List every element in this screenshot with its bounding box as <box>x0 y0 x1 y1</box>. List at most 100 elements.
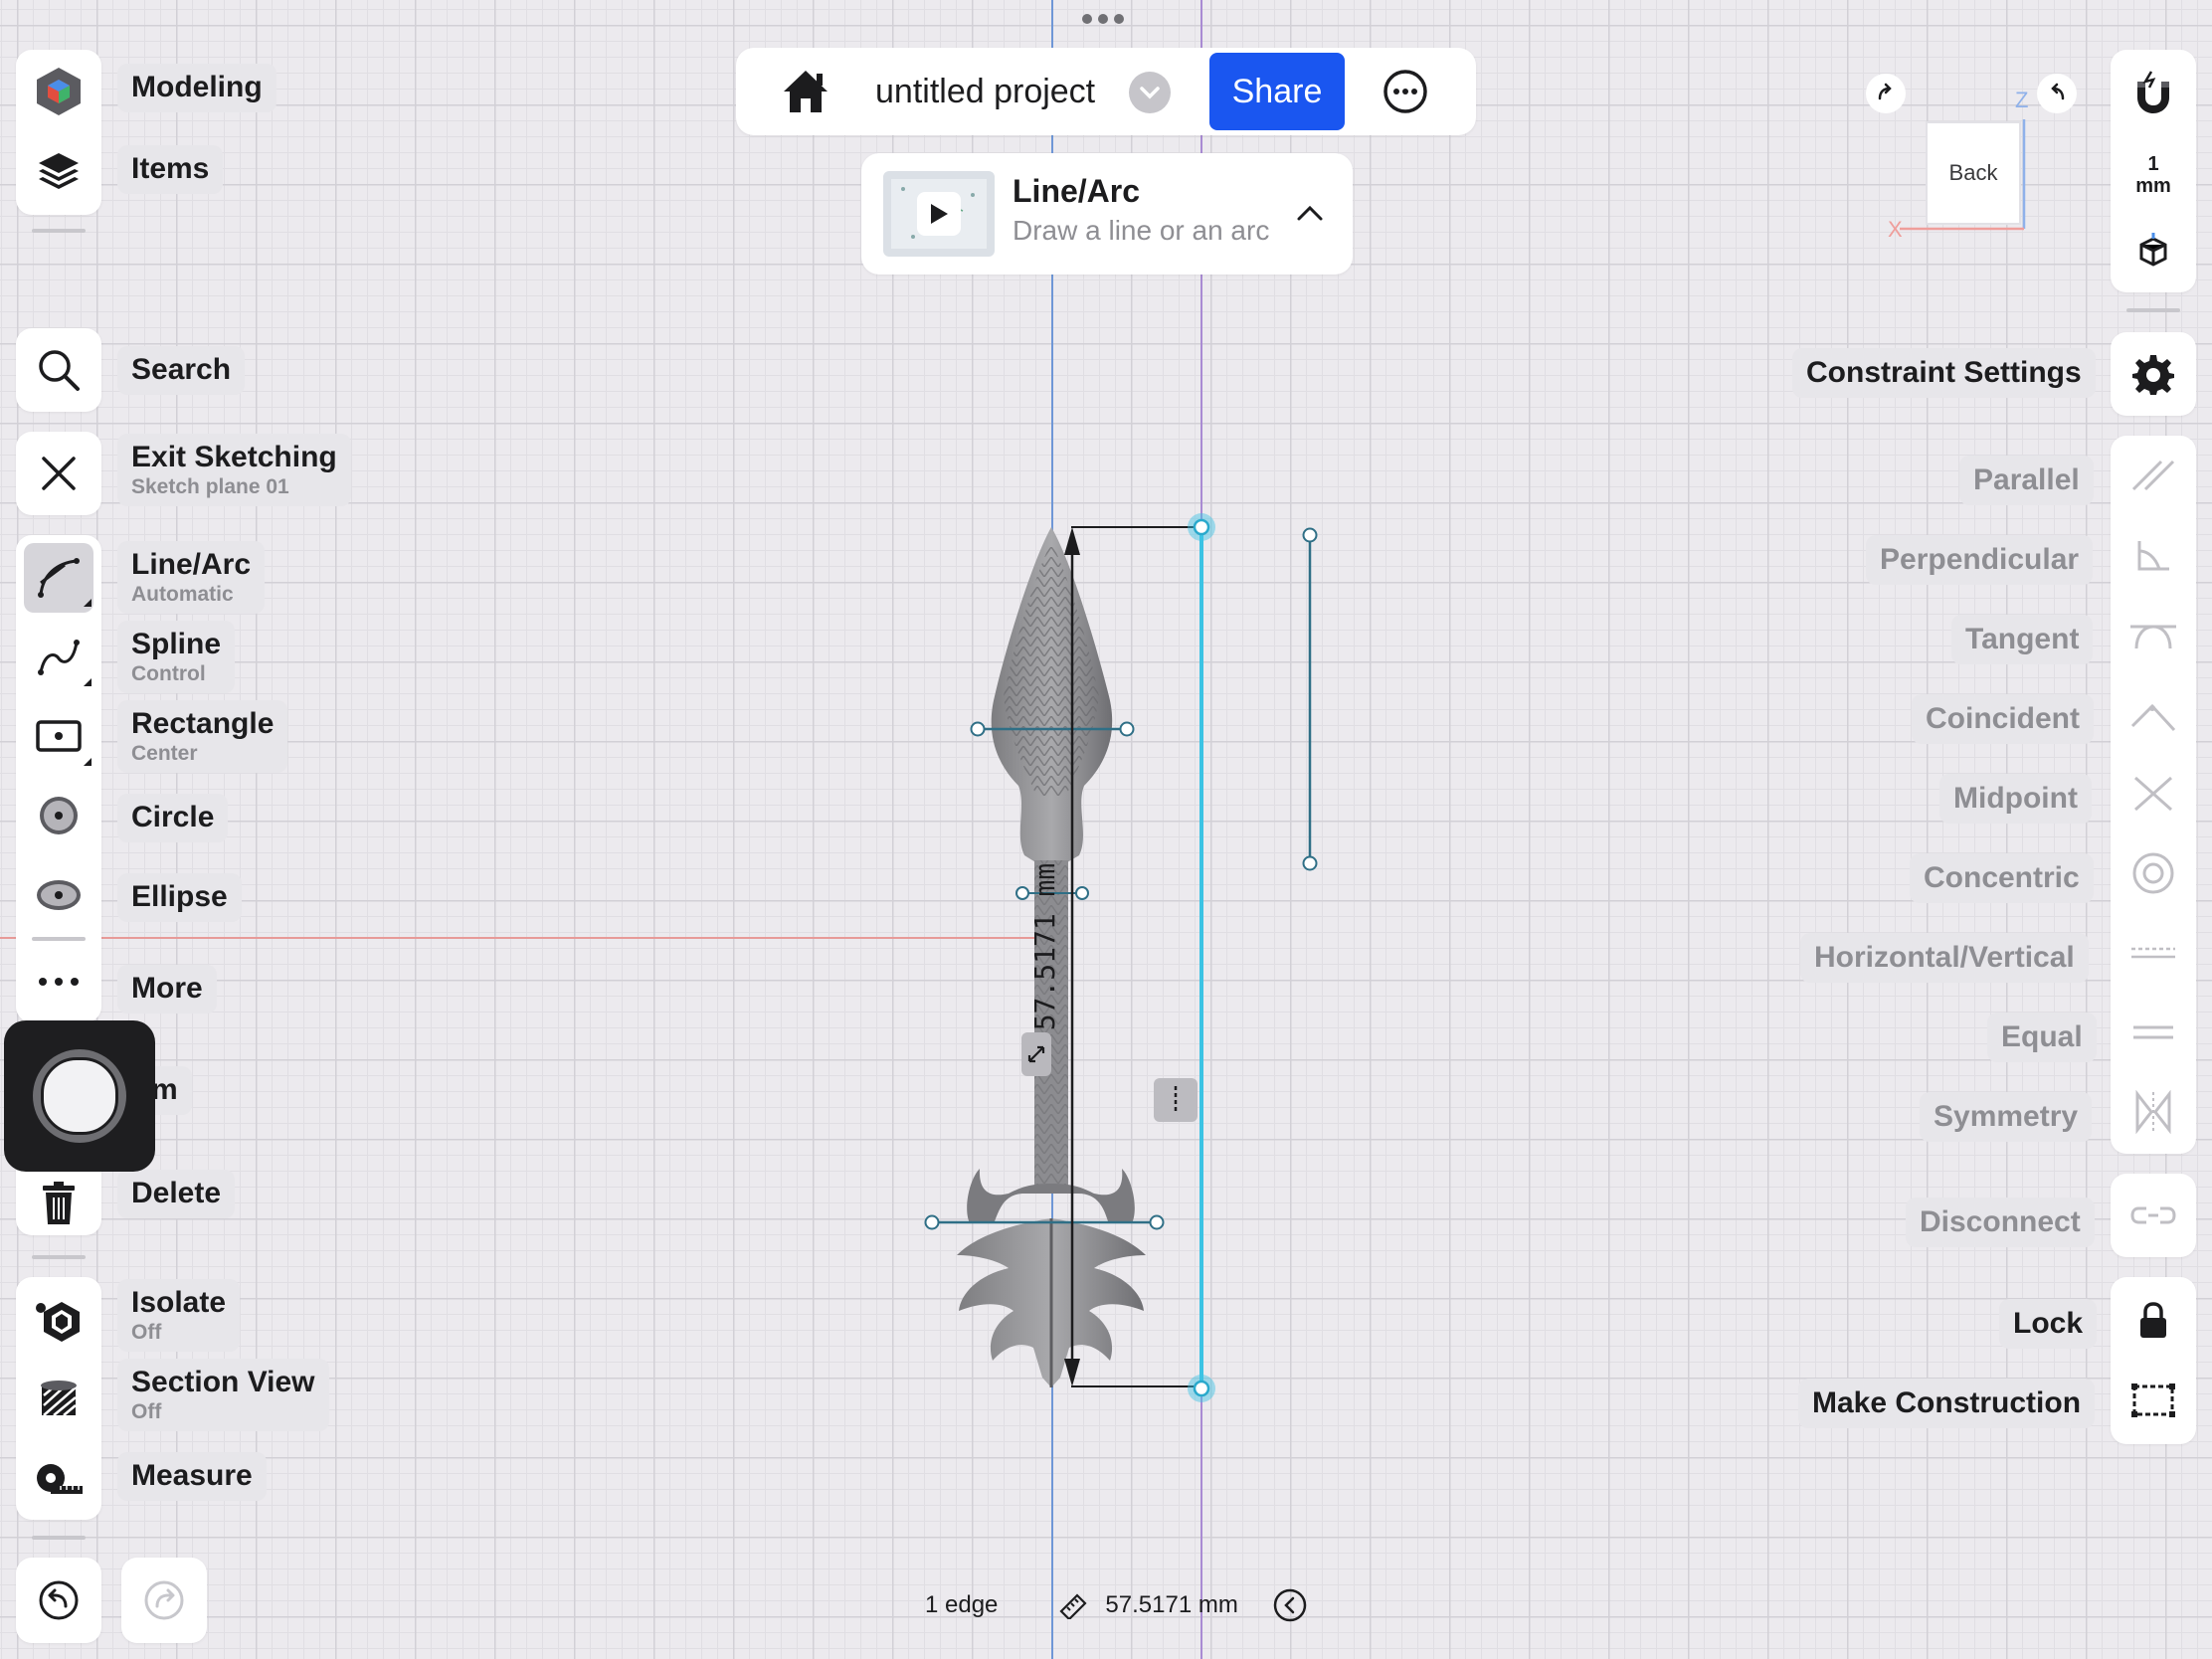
selected-edge[interactable] <box>1188 513 1215 1402</box>
undo-button[interactable] <box>16 1558 101 1643</box>
isolate-button[interactable] <box>16 1281 101 1361</box>
vertical-constraint-badge[interactable] <box>1154 1078 1198 1122</box>
grid-unit-button[interactable]: 1 mm <box>2111 135 2196 215</box>
constraint-settings-label[interactable]: Constraint Settings <box>1792 348 2096 398</box>
workspace-items-button[interactable] <box>16 131 101 211</box>
sketch-line-vertical[interactable] <box>1302 527 1318 871</box>
symmetry-constraint-button[interactable] <box>2111 1072 2196 1152</box>
concentric-constraint-button[interactable] <box>2111 833 2196 913</box>
line-arc-tool-button[interactable] <box>16 537 101 617</box>
make-construction-button[interactable] <box>2111 1361 2196 1440</box>
rotate-view-right-button[interactable] <box>1866 74 1906 113</box>
rotate-view-left-button[interactable] <box>2037 74 2077 113</box>
redo-button[interactable] <box>121 1558 207 1643</box>
coincident-constraint-button[interactable] <box>2111 674 2196 754</box>
divider <box>32 1536 86 1540</box>
dimension-label[interactable]: 57.5171 mm <box>1025 845 1065 1044</box>
home-button[interactable] <box>780 66 831 117</box>
project-options-button[interactable] <box>1382 69 1428 114</box>
spear-model[interactable] <box>957 527 1146 1387</box>
perpendicular-label[interactable]: Perpendicular <box>1866 535 2094 585</box>
chevron-up-icon <box>1297 205 1323 221</box>
midpoint-constraint-button[interactable] <box>2111 754 2196 833</box>
divider <box>32 229 86 233</box>
view-cube-face[interactable]: Back <box>1926 121 2021 225</box>
cube-icon <box>37 68 81 115</box>
disconnect-label[interactable]: Disconnect <box>1906 1198 2095 1247</box>
coincident-label[interactable]: Coincident <box>1912 694 2094 744</box>
circle-icon <box>40 797 78 834</box>
midpoint-label[interactable]: Midpoint <box>1939 774 2092 824</box>
equal-constraint-button[interactable] <box>2111 993 2196 1072</box>
horizontal-vertical-constraint-button[interactable] <box>2111 913 2196 993</box>
spline-tool-button[interactable] <box>16 617 101 696</box>
screen-recording-button[interactable] <box>4 1020 155 1172</box>
vertical-constraint-icon <box>1174 1086 1178 1114</box>
section-view-button[interactable] <box>16 1361 101 1440</box>
view-cube-x-label: X <box>1888 217 1903 242</box>
disconnect-button[interactable] <box>2111 1174 2196 1257</box>
search-label[interactable]: Search <box>117 346 246 395</box>
make-construction-label[interactable]: Make Construction <box>1798 1379 2096 1428</box>
tangent-label[interactable]: Tangent <box>1951 615 2094 664</box>
construction-line-lower[interactable] <box>924 1214 1165 1230</box>
equal-label[interactable]: Equal <box>1987 1013 2097 1062</box>
constraints-tray <box>2111 436 2196 1154</box>
project-title[interactable]: untitled project <box>875 73 1096 110</box>
rotate-cw-icon <box>1878 83 1892 100</box>
snap-button[interactable] <box>2111 54 2196 133</box>
dimension-edit-handle[interactable] <box>1021 1032 1051 1076</box>
lock-label[interactable]: Lock <box>1999 1299 2098 1349</box>
search-button[interactable] <box>16 328 101 412</box>
parallel-label[interactable]: Parallel <box>1959 456 2094 505</box>
workspace-modeling-label[interactable]: Modeling <box>117 64 276 112</box>
workspace-modeling-button[interactable] <box>16 52 101 131</box>
measure-label[interactable]: Measure <box>117 1452 267 1501</box>
tool-video-thumbnail[interactable] <box>883 171 995 257</box>
parallel-constraint-button[interactable] <box>2111 436 2196 515</box>
delete-button[interactable] <box>16 1174 101 1233</box>
tool-hint-subtitle: Draw a line or an arc <box>1013 215 1270 246</box>
more-tools-label[interactable]: More <box>117 965 217 1014</box>
rectangle-tool-button[interactable] <box>16 696 101 776</box>
collapse-hint-button[interactable] <box>1293 197 1327 231</box>
collapse-status-icon[interactable] <box>1272 1587 1308 1623</box>
symmetry-label[interactable]: Symmetry <box>1920 1092 2093 1142</box>
concentric-label[interactable]: Concentric <box>1910 853 2094 903</box>
perpendicular-constraint-button[interactable] <box>2111 515 2196 595</box>
view-orientation-button[interactable] <box>2111 211 2196 290</box>
share-button[interactable]: Share <box>1209 53 1345 130</box>
divider <box>32 937 86 941</box>
redo-icon <box>144 1580 184 1620</box>
project-menu-button[interactable] <box>1129 72 1171 113</box>
circle-tool-button[interactable] <box>16 776 101 855</box>
multitasking-dots[interactable] <box>1082 14 1130 26</box>
delete-label[interactable]: Delete <box>117 1170 236 1218</box>
more-tools-button[interactable] <box>16 947 101 1016</box>
midpoint-icon <box>2134 776 2172 812</box>
record-icon <box>33 1049 126 1143</box>
constraint-settings-button[interactable] <box>2111 332 2196 416</box>
construction-line-upper[interactable] <box>970 721 1135 737</box>
measure-button[interactable] <box>16 1440 101 1520</box>
tangent-constraint-button[interactable] <box>2111 595 2196 674</box>
exit-sketching-button[interactable] <box>16 432 101 515</box>
line-arc-icon <box>38 558 80 598</box>
horizontal-vertical-label[interactable]: Horizontal/Vertical <box>1800 933 2089 983</box>
axis-cube-icon <box>2139 233 2167 267</box>
circle-tool-label[interactable]: Circle <box>117 794 229 842</box>
tool-hint-title: Line/Arc <box>1013 173 1141 209</box>
exit-sketching-label[interactable]: Exit Sketching Sketch plane 01 <box>117 434 351 506</box>
ellipse-tool-button[interactable] <box>16 855 101 935</box>
submenu-corner-icon <box>84 599 92 607</box>
ellipse-tool-label[interactable]: Ellipse <box>117 873 242 922</box>
lock-button[interactable] <box>2111 1281 2196 1361</box>
workspace-items-label[interactable]: Items <box>117 145 224 194</box>
construction-line-middle[interactable] <box>1015 886 1089 900</box>
